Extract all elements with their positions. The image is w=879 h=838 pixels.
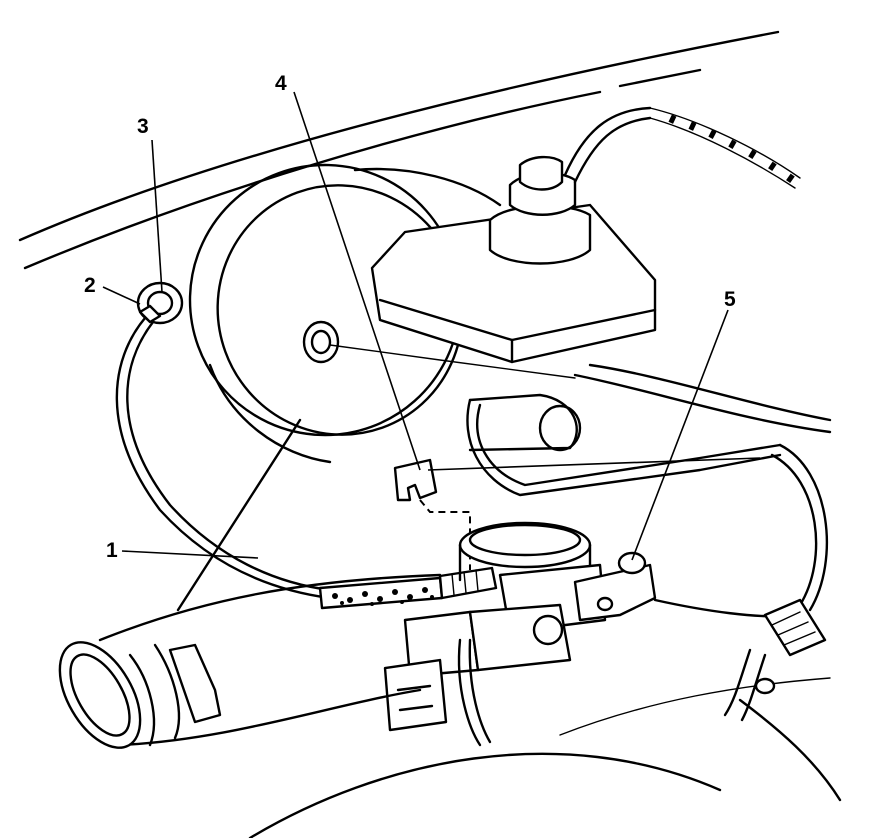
brake-booster	[188, 163, 502, 464]
throttle-body	[383, 521, 607, 747]
leader-lines	[102, 91, 761, 561]
reservoir-sensor-wire	[563, 106, 801, 189]
lower-body-lines	[176, 344, 842, 838]
callout-5: 5	[724, 288, 736, 311]
brake-fluid-reservoir	[370, 155, 657, 364]
right-side-cable	[559, 443, 831, 736]
accelerator-cable	[115, 316, 498, 610]
callout-1: 1	[106, 539, 118, 562]
master-cylinder	[466, 363, 832, 497]
hood-edge-lines	[18, 30, 780, 270]
cable-clip	[393, 458, 471, 570]
firewall-grommet	[136, 281, 184, 325]
cable-bracket	[573, 551, 802, 622]
air-intake-duct	[58, 573, 442, 749]
callout-2: 2	[84, 274, 96, 297]
callout-4: 4	[275, 72, 287, 95]
callout-3: 3	[137, 115, 149, 138]
